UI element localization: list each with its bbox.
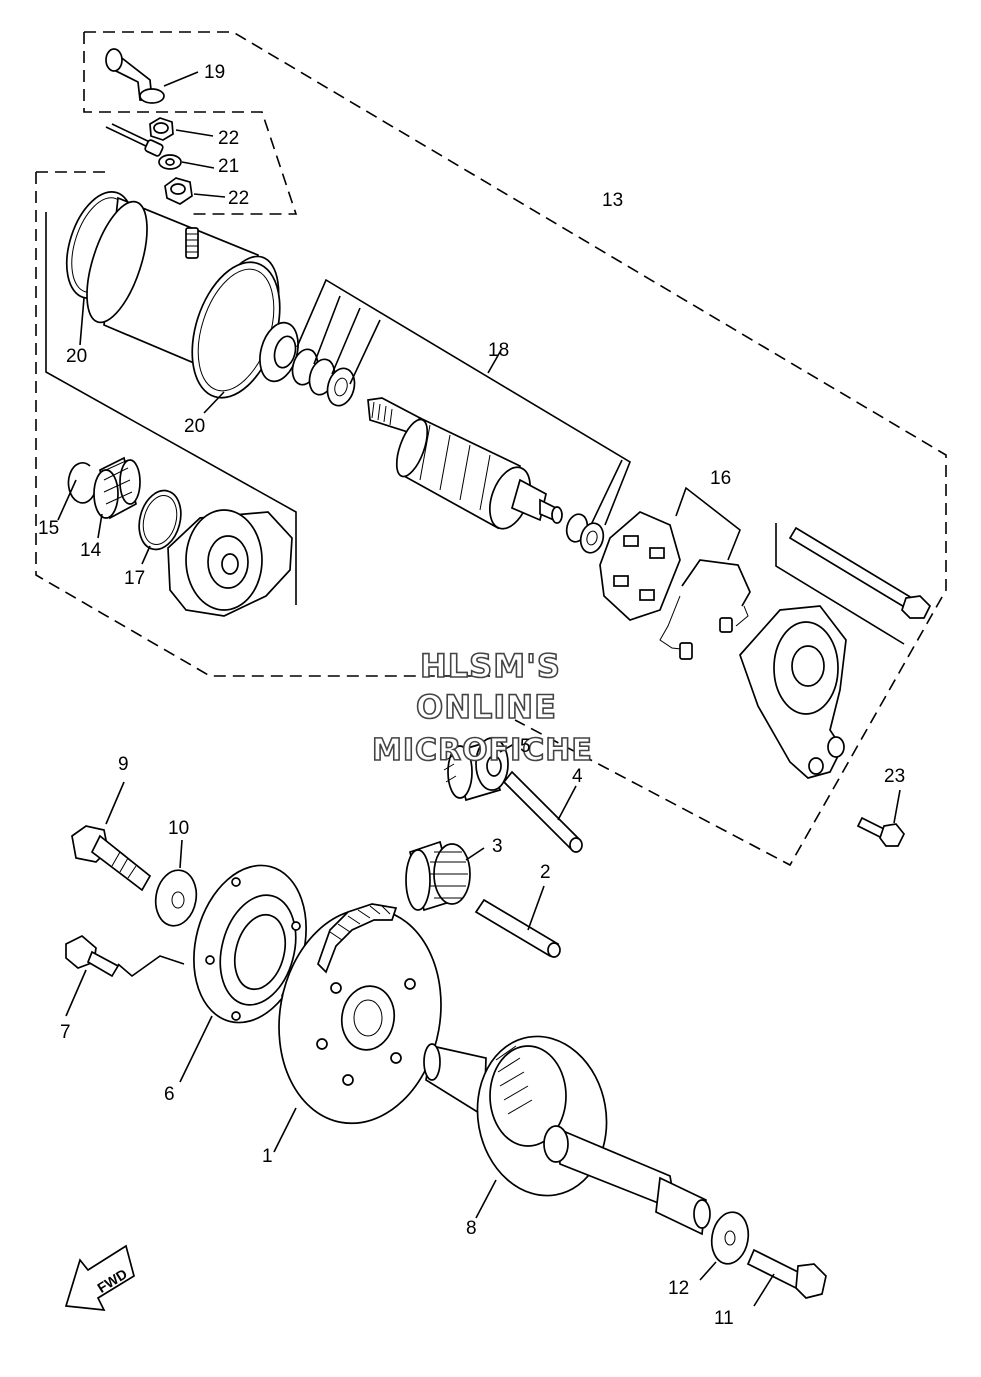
part-2-idler-shaft xyxy=(474,885,561,958)
part-8-starter-shaft-gear xyxy=(423,1035,711,1236)
callout-22-upper: 22 xyxy=(218,128,239,149)
starter-rear-cover xyxy=(739,605,847,779)
callout-2: 2 xyxy=(540,862,551,883)
callout-numbers: 19 22 21 22 13 20 18 20 16 15 14 17 5 23… xyxy=(38,62,905,1329)
armature-assembly xyxy=(367,397,563,530)
callout-3: 3 xyxy=(492,836,503,857)
brush-holder-washers xyxy=(565,513,605,554)
callout-13: 13 xyxy=(602,190,623,211)
part-6-starter-clutch xyxy=(179,864,307,1083)
callout-12: 12 xyxy=(668,1278,689,1299)
callout-11: 11 xyxy=(714,1308,734,1329)
part-3-idler-gear xyxy=(405,840,485,912)
part-16-brush-holder-set xyxy=(599,486,751,660)
callout-19: 19 xyxy=(204,62,225,83)
callout-21: 21 xyxy=(218,156,239,177)
forward-arrow-icon: FWD xyxy=(64,1244,135,1312)
front-cover-outline xyxy=(45,212,297,605)
callout-20-front: 20 xyxy=(66,346,87,367)
part-10-washer xyxy=(154,839,198,927)
callout-17: 17 xyxy=(124,568,145,589)
part-5-idler-gear xyxy=(443,737,515,802)
part-22-nut-lower xyxy=(164,177,226,205)
callout-15: 15 xyxy=(38,518,59,539)
callout-5: 5 xyxy=(520,736,531,757)
part-1-starter-wheel-gear xyxy=(273,903,442,1153)
watermark-line-2: ONLINE xyxy=(416,688,557,726)
callout-8: 8 xyxy=(466,1218,477,1239)
callout-14: 14 xyxy=(80,540,102,561)
callout-22-lower: 22 xyxy=(228,188,249,209)
part-14-pinion-gear xyxy=(93,456,141,539)
callout-16: 16 xyxy=(710,468,731,489)
part-18-washer-set xyxy=(259,278,631,528)
part-19-terminal-cap xyxy=(105,48,199,104)
callout-10: 10 xyxy=(168,818,189,839)
part-7-screw xyxy=(65,934,185,1017)
callout-20-rear: 20 xyxy=(184,416,205,437)
watermark: HLSM'S ONLINE MICROFICHE xyxy=(371,646,593,769)
callout-4: 4 xyxy=(572,766,583,787)
part-11-flange-bolt xyxy=(746,1248,827,1307)
assembly-13-boundary xyxy=(35,31,947,867)
front-cover xyxy=(167,509,293,617)
watermark-line-1: HLSM'S xyxy=(420,647,561,685)
callout-9: 9 xyxy=(118,754,129,775)
callout-7: 7 xyxy=(60,1022,71,1043)
part-15-circlip xyxy=(57,462,97,521)
watermark-line-3: MICROFICHE xyxy=(372,733,593,768)
part-9-flange-bolt xyxy=(71,781,152,892)
part-22-nut-upper xyxy=(149,117,214,141)
callout-6: 6 xyxy=(164,1084,175,1105)
callout-1: 1 xyxy=(262,1146,273,1167)
part-21-lead-wire-terminal xyxy=(105,123,215,170)
part-12-washer xyxy=(699,1211,750,1281)
part-23-screw xyxy=(856,789,906,847)
callout-18: 18 xyxy=(488,340,509,361)
part-4-idler-shaft xyxy=(502,770,583,853)
through-bolt xyxy=(775,523,932,645)
callout-23: 23 xyxy=(884,766,905,787)
part-17-o-ring xyxy=(138,489,182,565)
